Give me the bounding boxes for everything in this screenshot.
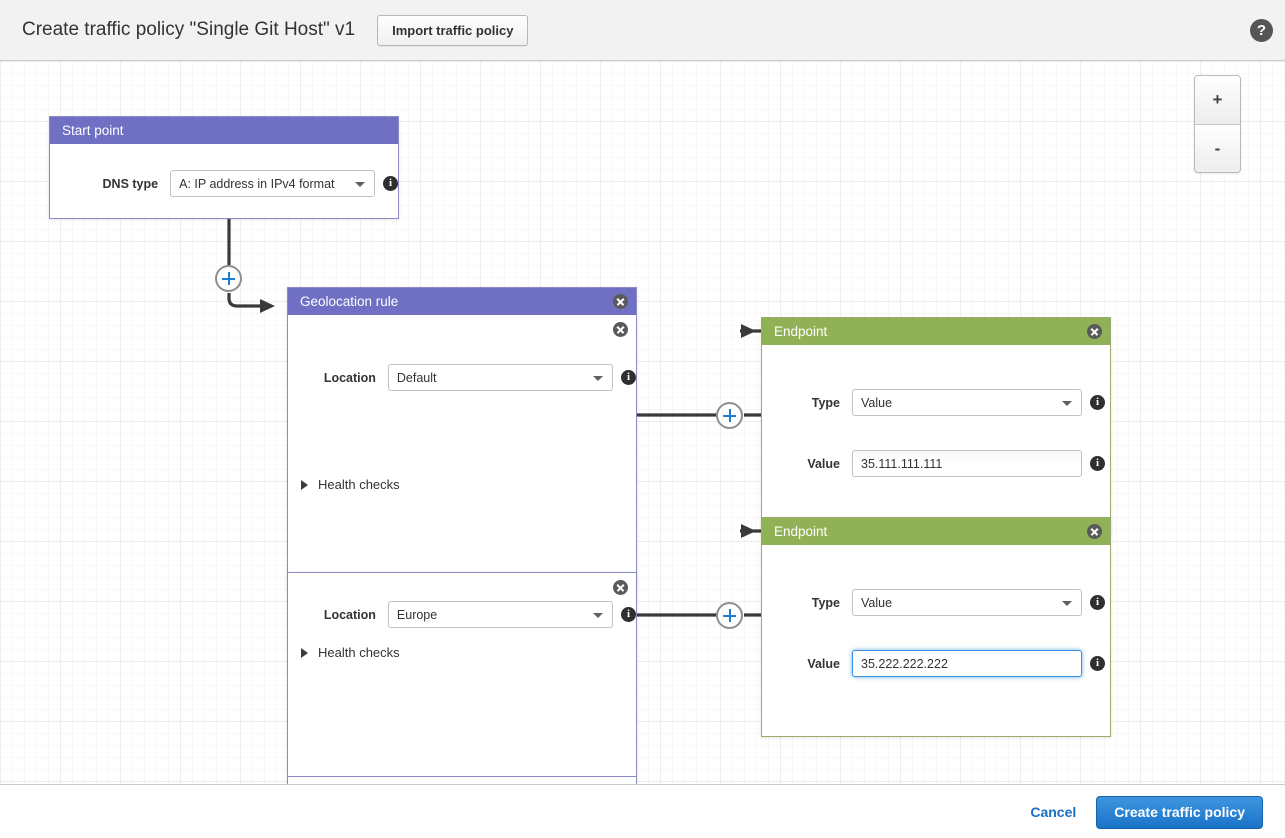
endpoint-2-body: Type Value i Value 35.222.222.222 i <box>762 545 1110 737</box>
location-1-info-icon[interactable]: i <box>621 370 636 385</box>
connector-add-node-endpoint-1[interactable] <box>716 402 743 429</box>
endpoint-1-type-select[interactable]: Value <box>852 389 1082 416</box>
dns-type-select[interactable]: A: IP address in IPv4 format <box>170 170 375 197</box>
location-1-label: Location <box>323 370 376 385</box>
app-header: Create traffic policy "Single Git Host" … <box>0 0 1285 61</box>
chevron-down-icon <box>593 612 603 618</box>
endpoint-node-2[interactable]: Endpoint Type Value i Value 35.222.222.2… <box>761 517 1111 737</box>
geo-location-section-1: Location Default i Health checks <box>288 315 636 590</box>
import-traffic-policy-button[interactable]: Import traffic policy <box>377 14 529 46</box>
remove-geo-location-2-icon[interactable] <box>613 580 628 595</box>
endpoint-2-title: Endpoint <box>774 524 828 539</box>
page-footer: Cancel Create traffic policy <box>0 786 1285 838</box>
health-checks-toggle-2[interactable]: Health checks <box>301 645 400 660</box>
endpoint-2-type-value: Value <box>861 595 893 610</box>
geolocation-rule-node-continued[interactable]: Location Europe i Health checks Add anot… <box>287 572 637 784</box>
start-point-header: Start point <box>50 117 398 144</box>
add-another-geo-location-button[interactable]: Add another geo location <box>288 776 636 784</box>
zoom-controls: + - <box>1194 75 1241 173</box>
endpoint-1-value-text: 35.111.111.111 <box>861 456 943 471</box>
location-2-info-icon[interactable]: i <box>621 607 636 622</box>
connector-add-node-endpoint-2[interactable] <box>716 602 743 629</box>
endpoint-2-value-label: Value <box>807 656 840 671</box>
create-traffic-policy-button[interactable]: Create traffic policy <box>1096 795 1263 829</box>
health-checks-label-1: Health checks <box>318 477 400 492</box>
location-1-value: Default <box>396 370 437 385</box>
start-point-node[interactable]: Start point DNS type A: IP address in IP… <box>49 116 399 219</box>
connector-add-node-start[interactable] <box>215 265 242 292</box>
chevron-down-icon <box>1062 400 1072 406</box>
zoom-in-button[interactable]: + <box>1195 76 1240 124</box>
dns-type-value: A: IP address in IPv4 format <box>179 176 335 191</box>
endpoint-2-type-label: Type <box>811 595 840 610</box>
chevron-right-icon <box>301 479 308 490</box>
dns-type-info-icon[interactable]: i <box>383 176 398 191</box>
geolocation-rule-node[interactable]: Geolocation rule Location Default i Heal… <box>287 287 637 590</box>
endpoint-2-type-info-icon[interactable]: i <box>1090 595 1105 610</box>
cancel-button[interactable]: Cancel <box>1030 804 1077 820</box>
endpoint-node-1[interactable]: Endpoint Type Value i Value 35.111.111.1… <box>761 317 1111 537</box>
endpoint-1-value-label: Value <box>807 456 840 471</box>
close-icon[interactable] <box>1087 324 1102 339</box>
chevron-down-icon <box>355 181 365 187</box>
location-1-select[interactable]: Default <box>387 364 613 391</box>
endpoint-2-value-text: 35.222.222.222 <box>861 656 948 671</box>
chevron-down-icon <box>1062 600 1072 606</box>
start-point-body: DNS type A: IP address in IPv4 format i <box>50 144 398 219</box>
endpoint-1-value-input[interactable]: 35.111.111.111 <box>852 450 1082 477</box>
location-2-label: Location <box>323 607 376 622</box>
location-2-select[interactable]: Europe <box>387 601 613 628</box>
remove-geo-location-1-icon[interactable] <box>613 322 628 337</box>
health-checks-toggle-1[interactable]: Health checks <box>301 477 400 492</box>
close-icon[interactable] <box>613 294 628 309</box>
page-title: Create traffic policy "Single Git Host" … <box>22 19 356 40</box>
endpoint-1-type-value: Value <box>861 395 893 410</box>
endpoint-2-value-info-icon[interactable]: i <box>1090 656 1105 671</box>
endpoint-1-body: Type Value i Value 35.111.111.111 i <box>762 345 1110 537</box>
endpoint-2-value-input[interactable]: 35.222.222.222 <box>852 650 1082 677</box>
endpoint-1-value-info-icon[interactable]: i <box>1090 456 1105 471</box>
dns-type-label: DNS type <box>102 176 159 191</box>
location-2-value: Europe <box>396 607 438 622</box>
health-checks-label-2: Health checks <box>318 645 400 660</box>
endpoint-1-type-label: Type <box>811 395 840 410</box>
endpoint-1-title: Endpoint <box>774 324 828 339</box>
endpoint-1-header: Endpoint <box>762 318 1110 345</box>
geo-location-section-2: Location Europe i Health checks <box>288 573 636 776</box>
zoom-out-button[interactable]: - <box>1195 124 1240 172</box>
policy-canvas[interactable]: + - Start point DNS type A: IP <box>0 61 1285 785</box>
endpoint-2-type-select[interactable]: Value <box>852 589 1082 616</box>
endpoint-2-header: Endpoint <box>762 518 1110 545</box>
geolocation-rule-header: Geolocation rule <box>288 288 636 315</box>
help-circle-icon[interactable]: ? <box>1250 19 1273 42</box>
chevron-right-icon <box>301 647 308 658</box>
close-icon[interactable] <box>1087 524 1102 539</box>
chevron-down-icon <box>593 375 603 381</box>
endpoint-1-type-info-icon[interactable]: i <box>1090 395 1105 410</box>
start-point-title: Start point <box>62 123 124 138</box>
geolocation-rule-title: Geolocation rule <box>300 294 399 309</box>
